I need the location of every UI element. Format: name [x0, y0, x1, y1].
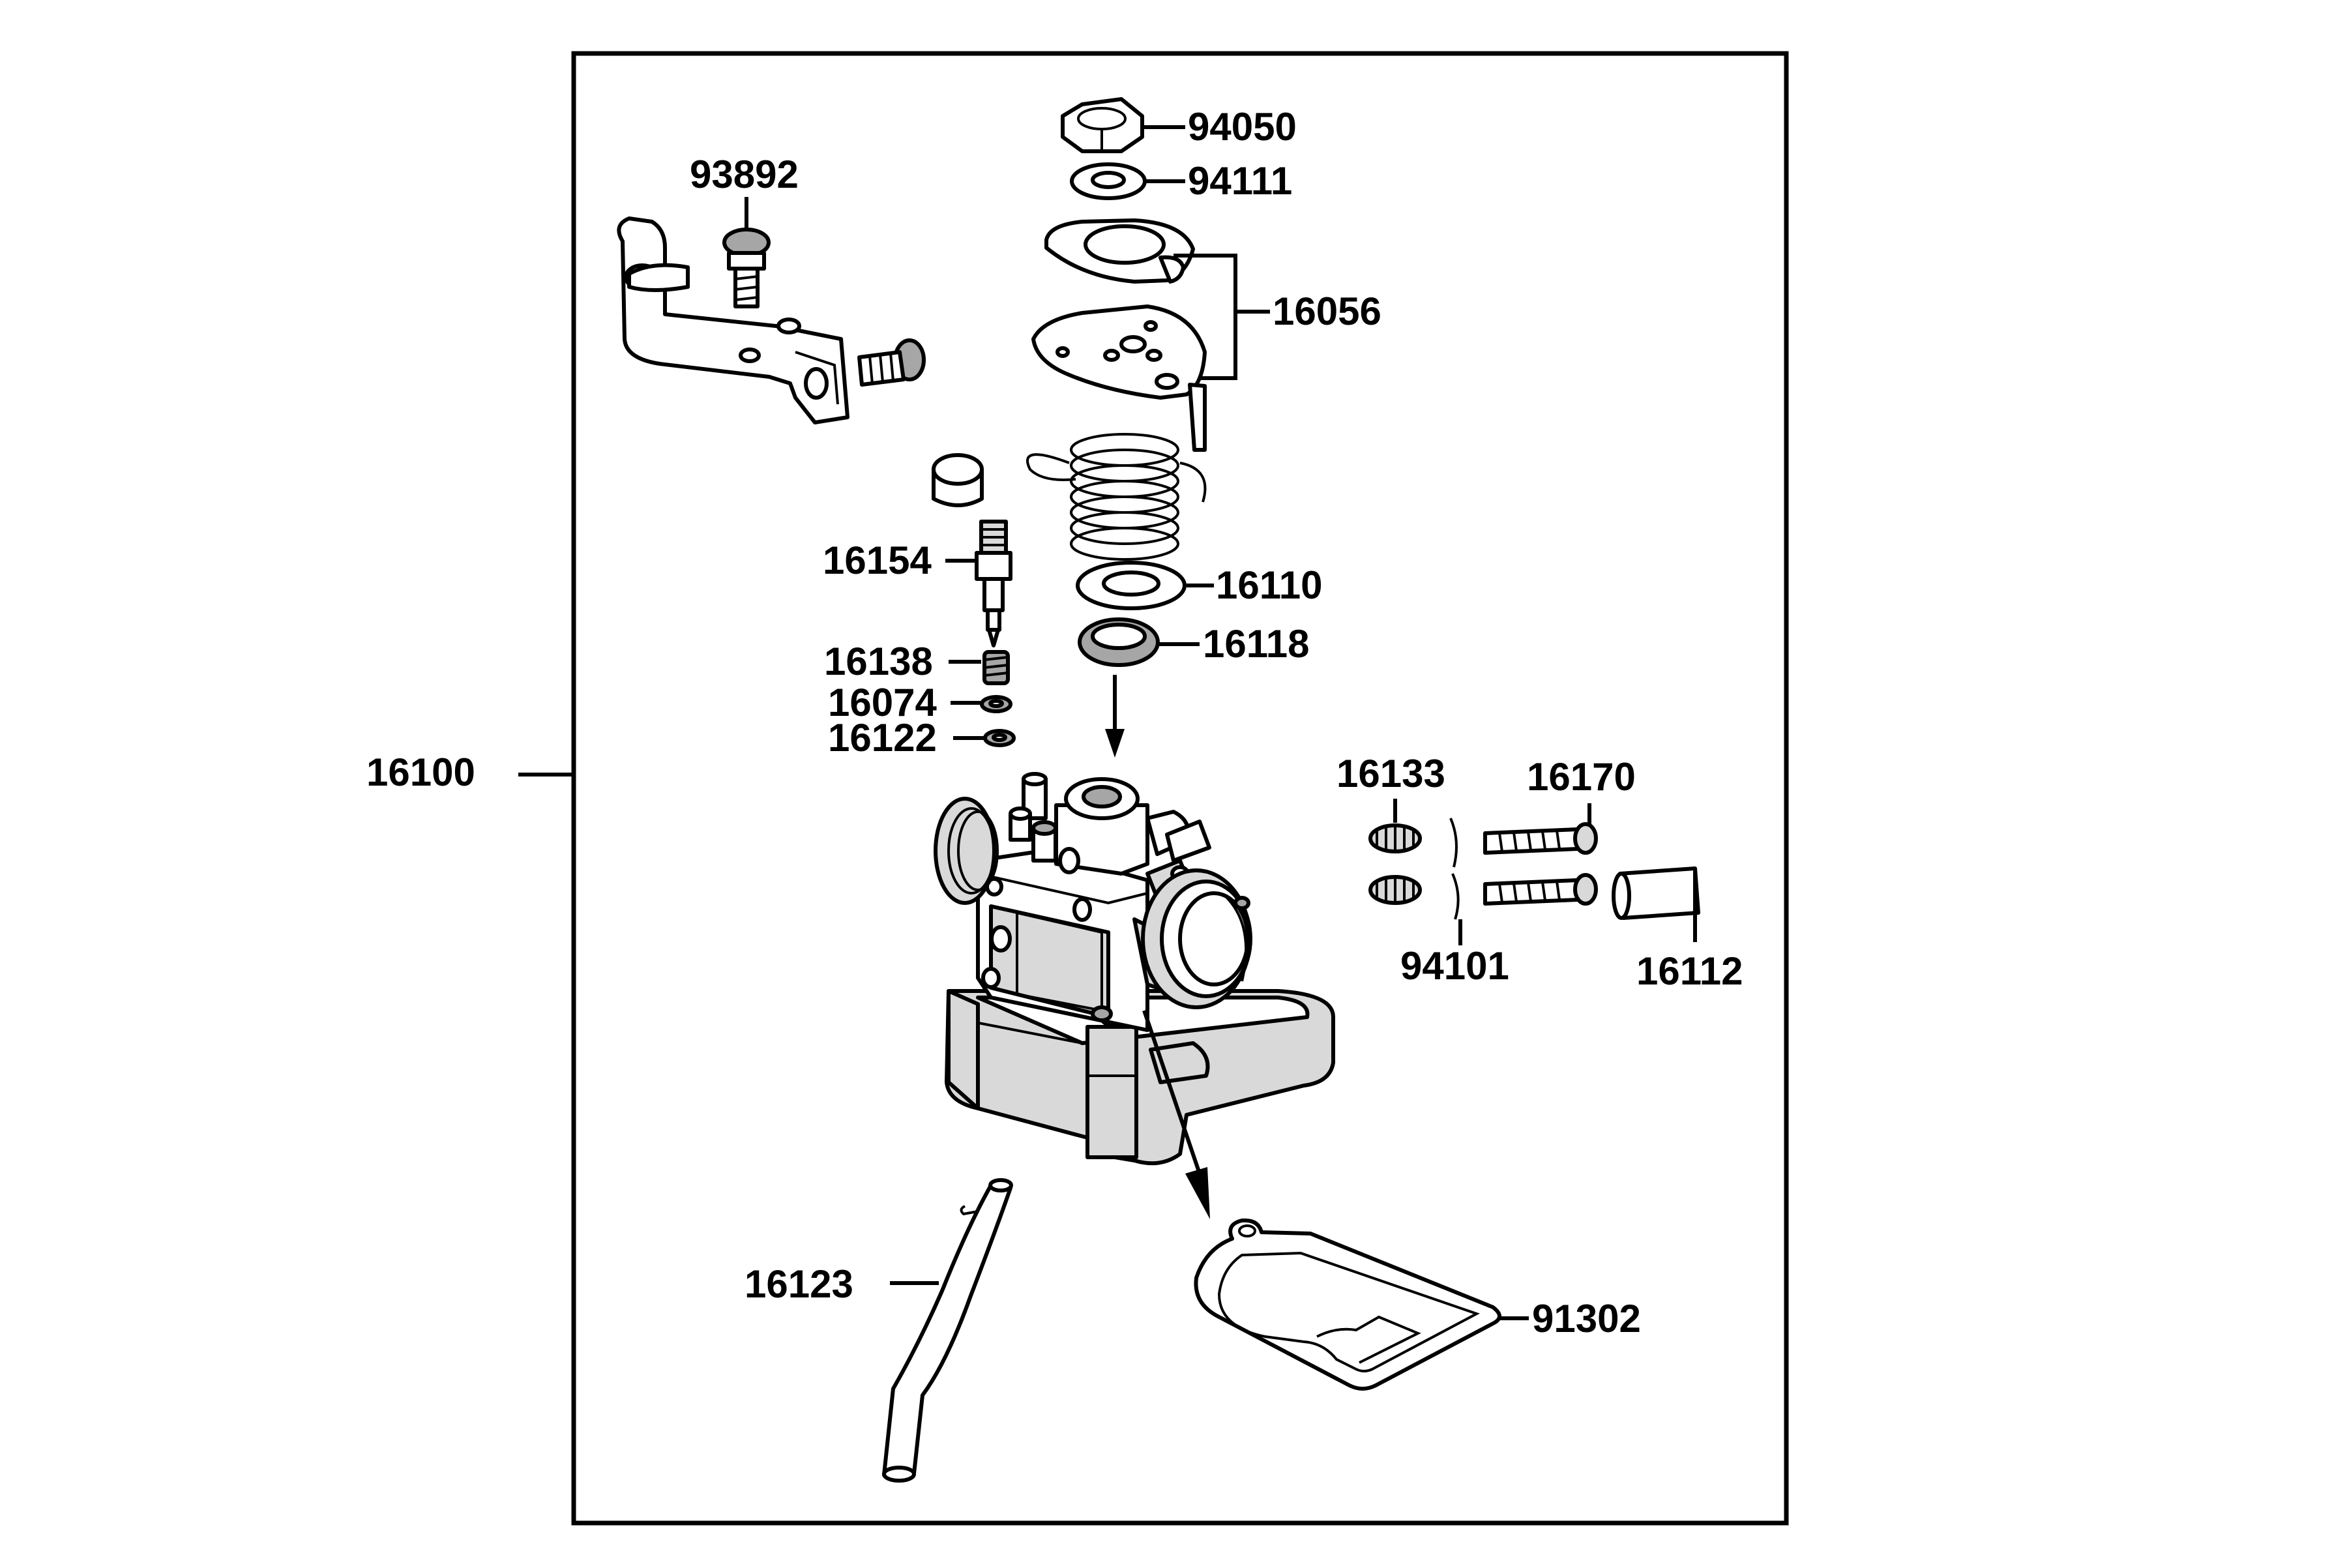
spring-16133-upper: [1368, 823, 1422, 853]
cap-16112: [1612, 866, 1700, 942]
label-16074: 16074: [828, 681, 937, 724]
label-16170: 16170: [1527, 755, 1636, 799]
torsion-spring: [1026, 433, 1207, 561]
nut-94050: [1061, 97, 1144, 153]
label-16110: 16110: [1216, 563, 1323, 607]
seal-16118: [1078, 617, 1160, 667]
spring-16133-lower: [1368, 875, 1422, 905]
screw-93892: [722, 228, 771, 308]
label-16154: 16154: [823, 539, 932, 582]
needle-16154: [975, 520, 1012, 647]
label-93892: 93892: [690, 153, 799, 196]
label-16122: 16122: [828, 716, 937, 760]
washer-94111: [1070, 162, 1147, 200]
label-16133: 16133: [1336, 752, 1445, 795]
clip-94101: [1449, 818, 1460, 920]
label-94050: 94050: [1188, 105, 1297, 149]
throttle-bracket: [617, 216, 849, 424]
plate-upper-16056: [1044, 218, 1195, 284]
small-screw: [857, 338, 926, 387]
cap: [932, 453, 984, 507]
label-16100: 16100: [366, 750, 475, 794]
washer-16110: [1076, 561, 1187, 610]
label-16118: 16118: [1203, 622, 1310, 666]
screw-16170-lower: [1483, 873, 1598, 906]
label-91302: 91302: [1532, 1297, 1641, 1340]
arrow-diagonal: [1185, 1167, 1210, 1219]
assembly-frame: [571, 51, 1789, 1526]
label-94101: 94101: [1400, 944, 1509, 988]
label-94111: 94111: [1188, 159, 1292, 203]
arrow-down: [1105, 729, 1125, 758]
screw-16170-upper: [1483, 822, 1598, 855]
tube-16123: [882, 1178, 1013, 1483]
label-16138: 16138: [824, 640, 933, 683]
spring-16138: [982, 650, 1010, 685]
washer-16074: [980, 695, 1012, 713]
label-16056: 16056: [1273, 289, 1381, 333]
carburetor-body: [934, 772, 1335, 1166]
washer-16122: [983, 729, 1016, 747]
label-16112: 16112: [1636, 949, 1743, 993]
plate-lower-16056: [1031, 304, 1207, 452]
gasket-91302: [1194, 1218, 1501, 1391]
label-16123: 16123: [745, 1262, 853, 1306]
